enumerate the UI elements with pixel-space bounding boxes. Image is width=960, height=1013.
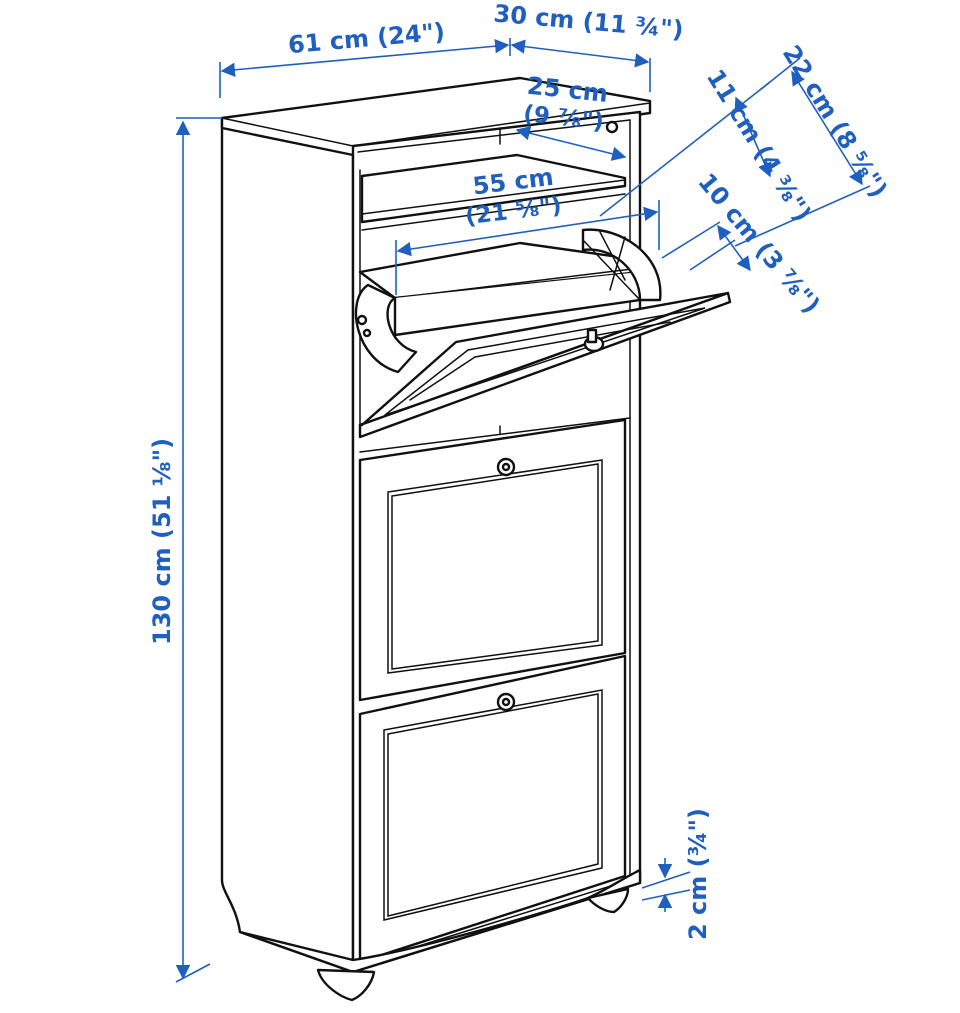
- cabinet-top-panel: [220, 76, 652, 157]
- bottom-flap-door: [358, 654, 627, 964]
- height-label: 130 cm (51 ⅛"): [148, 438, 176, 645]
- floor-clearance-label: 2 cm (¾"): [684, 808, 712, 940]
- open-flap-drawer: [354, 228, 732, 439]
- depth-label: 30 cm (11 ¾"): [492, 0, 684, 44]
- dimension-lines: [175, 38, 871, 983]
- front-left-foot: [316, 968, 376, 1002]
- middle-flap-door: [358, 418, 627, 702]
- screw-hole-icon: [605, 120, 619, 134]
- front-right-foot: [586, 887, 630, 914]
- cabinet-drawing: [220, 76, 732, 1002]
- cabinet-side-panel: [220, 116, 355, 974]
- cabinet-plinth: [238, 868, 642, 974]
